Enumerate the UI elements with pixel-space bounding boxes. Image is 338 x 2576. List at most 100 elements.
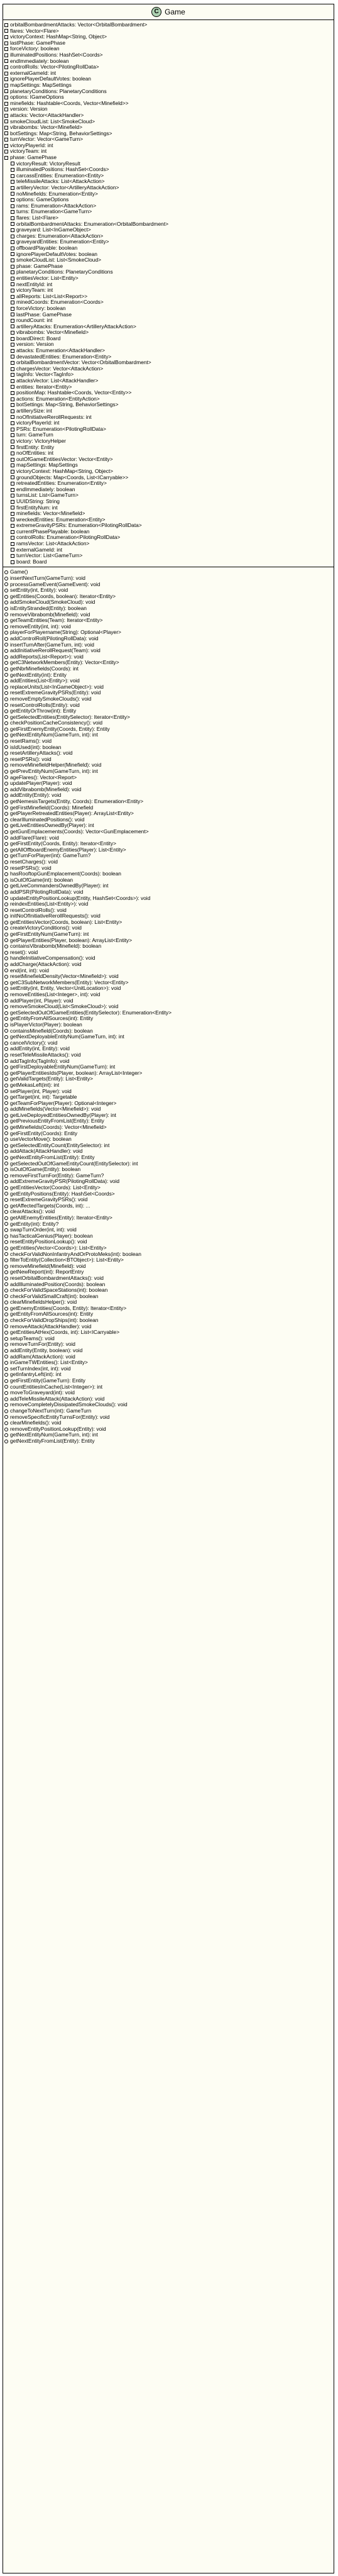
method-row-text: addTeleMissileAttack(AttackAction): void — [10, 1395, 105, 1402]
private-field-icon — [4, 101, 8, 106]
field-row: carcassEntities: Enumeration<Entity> — [4, 172, 334, 179]
field-row: victoryContext: HashMap<String, Object> — [4, 468, 334, 475]
field-row: victory: VictoryHelper — [4, 438, 334, 445]
field-row-text: version: Version — [10, 106, 48, 113]
field-row: firstEntity: Entity — [4, 444, 334, 451]
field-row-text: ignorePlayerDefaultVotes: boolean — [10, 75, 91, 82]
field-row-text: charges: Enumeration<AttackAction> — [16, 232, 104, 239]
public-method-icon — [4, 1089, 8, 1094]
method-row-text: getFirstEntity(Coords, Entity): Iterator… — [10, 840, 116, 847]
method-row-text: replaceUnits(List<InGameObject>): void — [10, 683, 104, 690]
method-row: ageFlares(): Vector<Report> — [4, 774, 334, 781]
private-field-icon — [11, 258, 14, 262]
public-method-icon — [4, 715, 8, 719]
field-row-text: positionMap: Hashtable<Coords, Vector<En… — [16, 389, 132, 396]
public-method-icon — [4, 938, 8, 943]
method-row: addInitiativeRerollRequest(Team): void — [4, 648, 334, 654]
field-row: vibrabombs: Vector<Minefield> — [4, 330, 334, 336]
field-row-text: orbitalBombardmentAttacks: Enumeration<O… — [16, 220, 169, 227]
method-row-text: addSmokeCloud(SmokeCloud): void — [10, 599, 95, 606]
private-field-icon — [11, 481, 14, 486]
method-row: removeTurnFor(Entity): void — [4, 1341, 334, 1348]
field-row: lastPhase: GamePhase — [4, 311, 334, 318]
method-row: addReports(List<Report>): void — [4, 653, 334, 660]
public-method-icon — [4, 878, 8, 882]
public-method-icon — [4, 589, 8, 593]
public-method-icon — [4, 1301, 8, 1305]
public-method-icon — [4, 987, 8, 991]
private-field-icon — [11, 228, 14, 232]
field-row: minefields: Vector<Minefield> — [4, 510, 334, 517]
field-row: planetaryConditions: PlanetaryConditions — [4, 269, 334, 275]
method-row-text: setEntity(int, Entity): void — [10, 587, 68, 594]
private-field-icon — [11, 306, 14, 311]
field-row: teleMissileAttacks: List<AttackAction> — [4, 179, 334, 185]
method-row: addPlayer(int, Player): void — [4, 997, 334, 1004]
private-field-icon — [11, 204, 14, 208]
method-row: resetTeleMissileAttacks(): void — [4, 1052, 334, 1058]
method-row-text: removeFirstTurnFor(Entity): GameTurn? — [10, 1172, 104, 1179]
public-method-icon — [4, 1192, 8, 1196]
method-row: addVibrabomb(Minefield): void — [4, 786, 334, 793]
method-row: checkForValidSpaceStations(int): boolean — [4, 1287, 334, 1294]
method-row: getNewReport(int): ReportEntry — [4, 1269, 334, 1275]
private-field-icon — [11, 445, 14, 450]
method-row-text: useVectorMove(): boolean — [10, 1136, 72, 1143]
public-method-icon — [4, 811, 8, 816]
method-row: end(int, int): void — [4, 967, 334, 974]
method-row-text: resetControlRolls(Entity): void — [10, 701, 80, 708]
method-row-text: addVibrabomb(Minefield): void — [10, 786, 82, 792]
public-method-icon — [4, 1331, 8, 1335]
class-name: Game — [165, 8, 185, 16]
method-row: getEntitiesAtHex(Coords, int): List<ICar… — [4, 1330, 334, 1336]
method-row-text: getEntityPositions(Entity): HashSet<Coor… — [10, 1190, 115, 1197]
private-field-icon — [4, 59, 8, 64]
field-row-text: orbitalBombardmentVector: Vector<Orbital… — [16, 359, 151, 366]
public-method-icon — [4, 1180, 8, 1184]
method-row-text: getNextEntityNum(GameTurn, int): int — [10, 731, 98, 738]
public-method-icon — [4, 648, 8, 653]
method-row: addCharge(AttackAction): void — [4, 961, 334, 968]
method-row: moveToGraveyard(int): void — [4, 1390, 334, 1396]
method-row-text: resetRams(): void — [10, 738, 52, 745]
method-row-text: removeMinefield(Minefield): void — [10, 1262, 86, 1269]
field-row: attacksVector: List<AttackHandler> — [4, 377, 334, 384]
field-row-text: PSRs: Enumeration<PilotingRollData> — [16, 425, 106, 432]
method-row: addPSR(PilotingRollData): void — [4, 889, 334, 896]
method-row: resetArtilleryAttacks(): void — [4, 750, 334, 757]
method-row-text: swapTurnOrder(int, int): void — [10, 1226, 77, 1233]
private-field-icon — [4, 125, 8, 130]
private-field-icon — [11, 391, 14, 396]
method-row-text: resetArtilleryAttacks(): void — [10, 750, 73, 757]
field-row: graveyard: List<InGameObject> — [4, 227, 334, 233]
field-row-text: roundCount: int — [16, 317, 53, 324]
public-method-icon — [4, 848, 8, 852]
private-field-icon — [11, 288, 14, 292]
method-row: addControlRoll(PilotingRollData): void — [4, 635, 334, 642]
public-method-icon — [4, 1143, 8, 1148]
method-row: getEntities(Coords, boolean): Iterator<E… — [4, 593, 334, 600]
method-row-text: handleInitiativeCompensation(): void — [10, 955, 95, 962]
field-row-text: victoryPlayerId: int — [16, 419, 60, 426]
private-field-icon — [4, 77, 8, 82]
private-field-icon — [11, 439, 14, 443]
method-row-text: getEntityFromAllSources(int): Entity — [10, 1015, 94, 1022]
private-field-icon — [11, 282, 14, 287]
method-row: getFirstEntity(Coords, Entity): Iterator… — [4, 841, 334, 847]
method-row: removeSmokeCloud(List<SmokeCloud>): void — [4, 1004, 334, 1010]
field-row-text: planetaryConditions: PlanetaryConditions — [16, 269, 113, 275]
method-row: getFirstEnemyEntity(Coords, Entity): Ent… — [4, 726, 334, 733]
public-method-icon — [4, 950, 8, 955]
private-field-icon — [11, 294, 14, 299]
field-row: turnVector: List<GameTurn> — [4, 553, 334, 559]
public-method-icon — [4, 854, 8, 858]
private-field-icon — [11, 325, 14, 329]
method-row: addEntities(List<Entity>): void — [4, 678, 334, 684]
private-field-icon — [11, 367, 14, 371]
private-field-icon — [11, 524, 14, 528]
public-method-icon — [4, 1228, 8, 1232]
method-row: setupTeams(): void — [4, 1335, 334, 1342]
field-row: flares: Vector<Flare> — [4, 28, 334, 35]
field-row-text: wreckedEntities: Enumeration<Entity> — [16, 516, 106, 523]
method-row: getTarget(int, int): Targetable — [4, 1094, 334, 1101]
